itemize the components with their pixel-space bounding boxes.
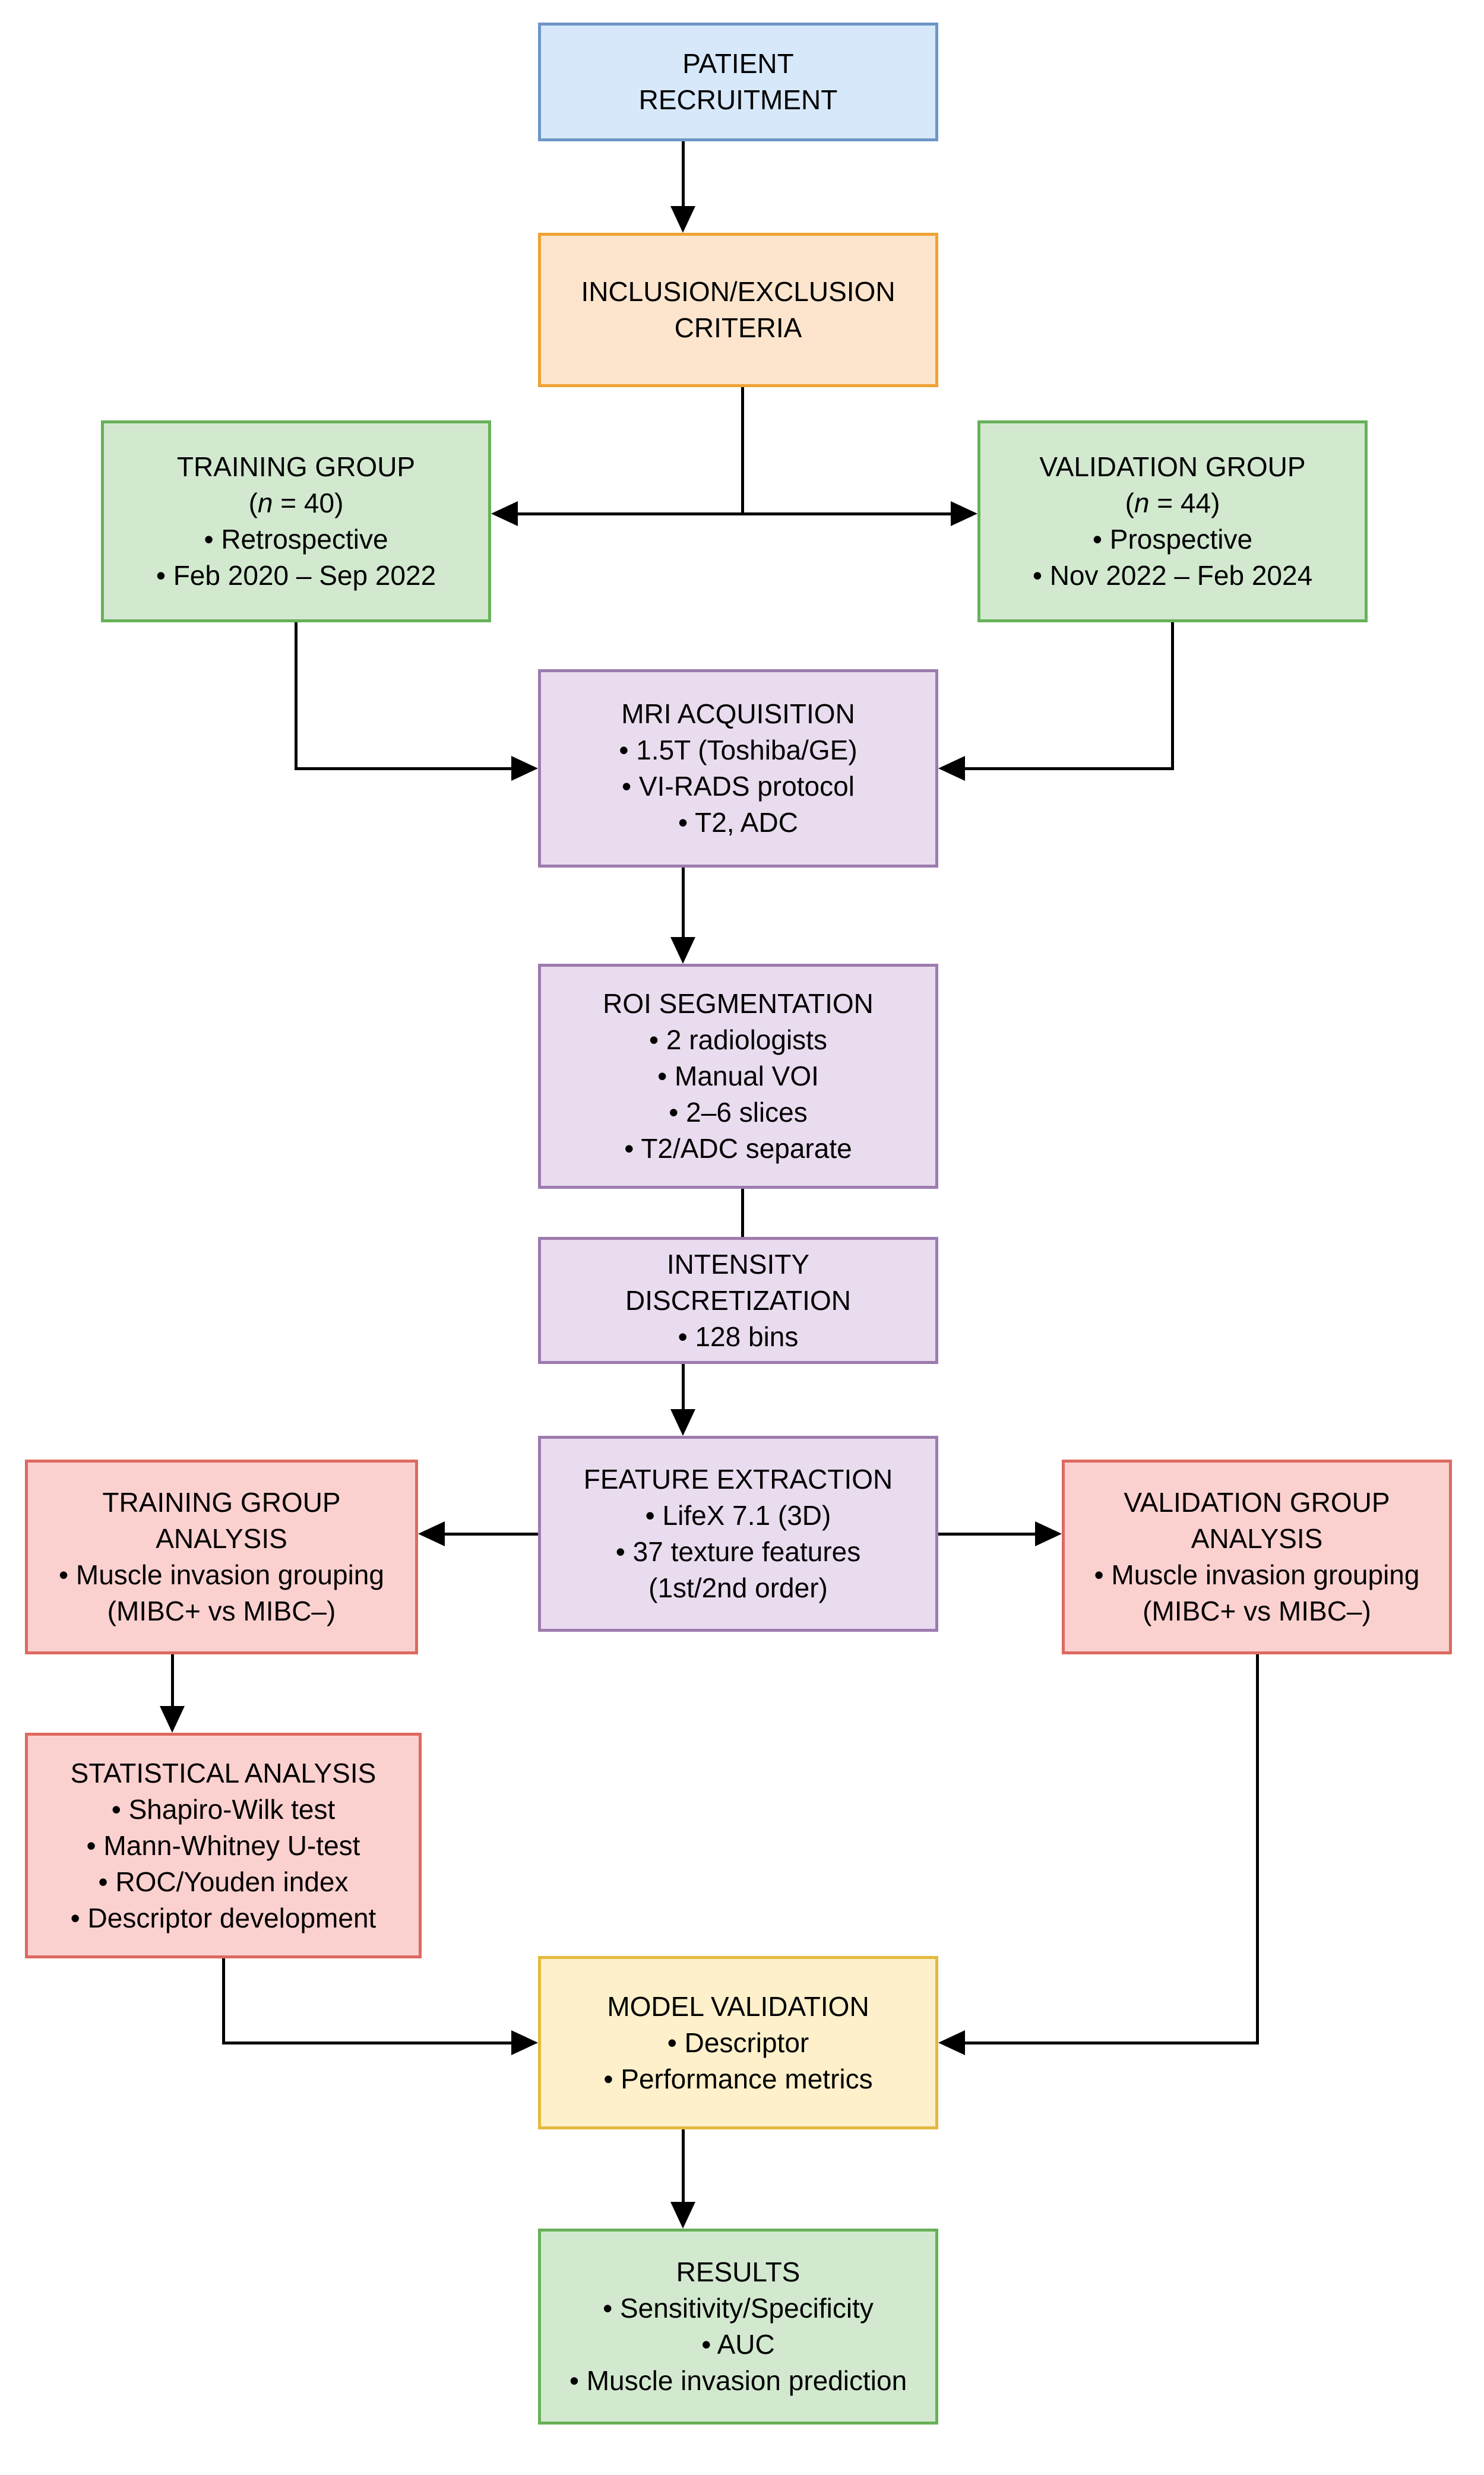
box-text-line: • Nov 2022 – Feb 2024 — [1032, 560, 1313, 591]
box-text-line: • Descriptor — [667, 2027, 809, 2058]
flow-box-patient-recruitment: PATIENT RECRUITMENT — [538, 23, 938, 141]
box-text-line: INCLUSION/EXCLUSION — [581, 276, 896, 307]
box-text-line: DISCRETIZATION — [625, 1284, 851, 1316]
box-text-line: (n = 44) — [1125, 488, 1220, 518]
connector-validation-analysis-to-model-vertical — [1256, 1654, 1259, 2044]
box-text-line: • T2/ADC separate — [624, 1133, 852, 1164]
connector-validation-to-mri-horizontal — [965, 767, 1174, 770]
box-text-line: PATIENT — [682, 48, 794, 79]
connector-patient-to-inclusion — [682, 141, 685, 208]
connector-inclusion-branch-bar — [517, 512, 952, 515]
box-text-line: • Retrospective — [204, 524, 388, 555]
box-text-line: • Muscle invasion grouping — [1094, 1559, 1420, 1590]
flow-box-intensity-discretization: INTENSITY DISCRETIZATION • 128 bins — [538, 1237, 938, 1364]
connector-model-to-results — [682, 2129, 685, 2204]
flow-box-mri-acquisition: MRI ACQUISITION • 1.5T (Toshiba/GE) • VI-R… — [538, 669, 938, 868]
connector-intensity-to-feature — [682, 1364, 685, 1411]
box-text-line: • Mann-Whitney U-test — [86, 1830, 360, 1861]
box-text-line: • Muscle invasion grouping — [59, 1559, 384, 1590]
box-text-line: • Descriptor development — [70, 1902, 376, 1933]
box-text-line: FEATURE EXTRACTION — [583, 1464, 893, 1495]
box-text-line: • Shapiro-Wilk test — [111, 1793, 336, 1825]
box-text-line: STATISTICAL ANALYSIS — [70, 1757, 376, 1789]
connector-inclusion-branch-stem — [741, 387, 744, 515]
flow-box-statistical-analysis: STATISTICAL ANALYSIS • Shapiro-Wilk test •… — [25, 1733, 422, 1958]
flow-box-roi-segmentation: ROI SEGMENTATION • 2 radiologists • Manual… — [538, 964, 938, 1189]
box-text-line: • 37 texture features — [615, 1536, 861, 1567]
arrowhead-left-icon — [491, 501, 518, 526]
box-text-line: RECRUITMENT — [638, 84, 838, 115]
box-text-line: • 2–6 slices — [669, 1097, 808, 1128]
arrowhead-right-icon — [1035, 1521, 1062, 1546]
box-text-line: • Performance metrics — [603, 2063, 873, 2094]
arrowhead-down-icon — [670, 2202, 695, 2229]
flow-box-results: RESULTS • Sensitivity/Specificity • AUC • M… — [538, 2229, 938, 2425]
box-text-line: • 1.5T (Toshiba/GE) — [619, 735, 858, 765]
box-text-line: TRAINING GROUP — [102, 1487, 341, 1518]
connector-feature-to-training-analysis — [445, 1533, 538, 1536]
flow-box-inclusion-exclusion: INCLUSION/EXCLUSION CRITERIA — [538, 233, 938, 387]
box-text-line: • LifeX 7.1 (3D) — [645, 1500, 831, 1531]
flow-box-validation-group-analysis: VALIDATION GROUP ANALYSIS • Muscle invasio… — [1062, 1460, 1452, 1654]
arrowhead-down-icon — [670, 1409, 695, 1436]
connector-training-to-mri-vertical — [295, 622, 298, 770]
box-text-line: (MIBC+ vs MIBC–) — [1143, 1596, 1371, 1626]
flow-box-model-validation: MODEL VALIDATION • Descriptor • Performanc… — [538, 1956, 938, 2129]
arrowhead-right-icon — [511, 2030, 538, 2055]
box-text-line: • AUC — [701, 2329, 775, 2360]
connector-training-to-mri-horizontal — [295, 767, 511, 770]
connector-statistical-to-model-horizontal — [222, 2042, 511, 2044]
box-text-line: ANALYSIS — [1191, 1523, 1323, 1554]
flow-box-training-group-analysis: TRAINING GROUP ANALYSIS • Muscle invasion … — [25, 1460, 418, 1654]
box-text-line: (MIBC+ vs MIBC–) — [107, 1596, 336, 1626]
box-text-line: (1st/2nd order) — [648, 1572, 828, 1603]
connector-roi-to-intensity — [741, 1189, 744, 1237]
arrowhead-down-icon — [160, 1706, 185, 1733]
box-text-line: ROI SEGMENTATION — [603, 988, 874, 1019]
box-text-line: • Sensitivity/Specificity — [603, 2293, 874, 2324]
box-text-line: MRI ACQUISITION — [621, 698, 855, 729]
connector-feature-to-validation-analysis — [938, 1533, 1035, 1536]
flow-box-feature-extraction: FEATURE EXTRACTION • LifeX 7.1 (3D) • 37 t… — [538, 1436, 938, 1632]
connector-validation-analysis-to-model-horizontal — [965, 2042, 1259, 2044]
connector-statistical-to-model-vertical — [222, 1958, 225, 2044]
arrowhead-down-icon — [670, 206, 695, 233]
box-text-line: VALIDATION GROUP — [1039, 451, 1306, 482]
box-text-line: RESULTS — [676, 2256, 800, 2287]
connector-mri-to-roi — [682, 868, 685, 939]
box-text-line: • VI-RADS protocol — [622, 771, 855, 802]
arrowhead-left-icon — [938, 756, 965, 781]
box-text-line: • ROC/Youden index — [98, 1866, 349, 1897]
box-text-line: • Muscle invasion prediction — [569, 2365, 907, 2396]
arrowhead-down-icon — [670, 937, 695, 964]
box-text-line: MODEL VALIDATION — [607, 1990, 869, 2022]
box-text-line: ANALYSIS — [156, 1523, 287, 1554]
box-text-line: CRITERIA — [674, 312, 802, 343]
box-text-line: VALIDATION GROUP — [1124, 1487, 1390, 1518]
flow-box-training-group: TRAINING GROUP (n = 40) • Retrospective • F… — [101, 420, 491, 622]
box-text-line: • 128 bins — [678, 1321, 799, 1352]
box-text-line: • Manual VOI — [657, 1061, 819, 1091]
box-text-line: INTENSITY — [666, 1248, 810, 1280]
box-text-line: (n = 40) — [248, 488, 344, 518]
flow-box-validation-group: VALIDATION GROUP (n = 44) • Prospective • N… — [977, 420, 1368, 622]
connector-training-analysis-to-statistical — [171, 1654, 174, 1708]
box-text-line: TRAINING GROUP — [176, 451, 416, 482]
box-text-line: • Feb 2020 – Sep 2022 — [156, 560, 436, 591]
arrowhead-left-icon — [938, 2030, 965, 2055]
box-text-line: • Prospective — [1092, 524, 1253, 555]
arrowhead-right-icon — [511, 756, 538, 781]
arrowhead-right-icon — [951, 501, 977, 526]
connector-validation-to-mri-vertical — [1171, 622, 1174, 770]
box-text-line: • T2, ADC — [678, 807, 798, 838]
box-text-line: • 2 radiologists — [649, 1024, 827, 1055]
arrowhead-left-icon — [418, 1521, 445, 1546]
